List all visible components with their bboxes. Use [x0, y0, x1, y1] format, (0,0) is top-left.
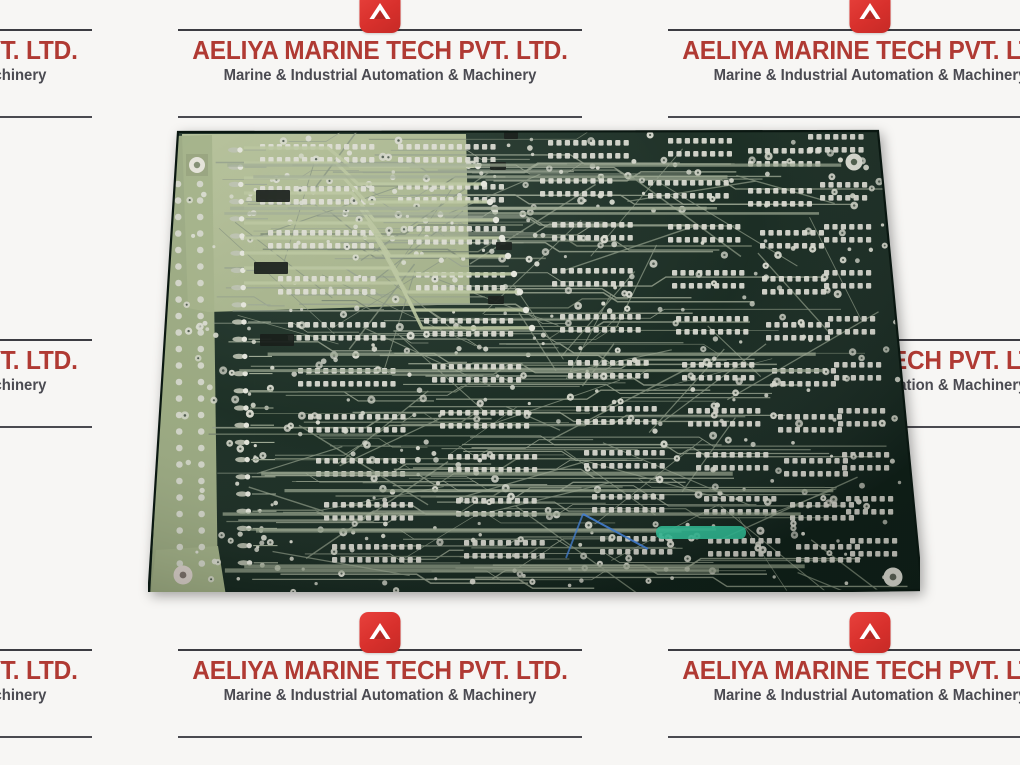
photo-sheen — [148, 131, 920, 592]
watermark-subtitle: Marine & Industrial Automation & Machine… — [223, 67, 537, 84]
watermark-rule-bottom — [0, 426, 92, 428]
watermark-title: AELIYA MARINE TECH PVT. LTD. — [192, 35, 568, 65]
watermark-rule-bottom — [0, 736, 92, 738]
watermark-rule-bottom — [178, 736, 582, 738]
watermark-subtitle: Marine & Industrial Automation & Machine… — [223, 687, 537, 704]
watermark-rule-top — [0, 649, 92, 651]
watermark-title: AELIYA MARINE TECH PVT. LTD. — [192, 655, 568, 685]
watermark-subtitle: Marine & Industrial Automation & Machine… — [713, 67, 1020, 84]
aeliya-chevron-logo-icon — [359, 0, 401, 33]
watermark-tile: AELIYA MARINE TECH PVT. LTD. Marine & Ind… — [0, 302, 100, 430]
watermark-subtitle: Marine & Industrial Automation & Machine… — [713, 687, 1020, 704]
watermark-rule-bottom — [668, 116, 1020, 118]
watermark-tile: AELIYA MARINE TECH PVT. LTD. Marine & Ind… — [660, 0, 1020, 120]
watermark-subtitle: Marine & Industrial Automation & Machine… — [0, 67, 47, 84]
watermark-tile: AELIYA MARINE TECH PVT. LTD. Marine & Ind… — [170, 0, 590, 120]
board-edge — [148, 129, 920, 592]
watermark-title: AELIYA MARINE TECH PVT. LTD. — [0, 345, 78, 375]
aeliya-chevron-logo-icon — [849, 0, 891, 33]
watermark-title: AELIYA MARINE TECH PVT. LTD. — [682, 35, 1020, 65]
aeliya-chevron-logo-icon — [849, 612, 891, 653]
watermark-tile: AELIYA MARINE TECH PVT. LTD. Marine & Ind… — [170, 612, 590, 740]
watermark-title: AELIYA MARINE TECH PVT. LTD. — [0, 655, 78, 685]
watermark-tile: AELIYA MARINE TECH PVT. LTD. Marine & Ind… — [660, 612, 1020, 740]
watermark-subtitle: Marine & Industrial Automation & Machine… — [0, 687, 47, 704]
watermark-tile: AELIYA MARINE TECH PVT. LTD. Marine & Ind… — [0, 612, 100, 740]
watermark-title: AELIYA MARINE TECH PVT. LTD. — [682, 655, 1020, 685]
watermark-rule-top — [668, 649, 1020, 651]
watermark-rule-top — [0, 339, 92, 341]
watermark-rule-top — [0, 29, 92, 31]
watermark-tile: AELIYA MARINE TECH PVT. LTD. Marine & Ind… — [0, 0, 100, 120]
watermark-subtitle: Marine & Industrial Automation & Machine… — [0, 377, 47, 394]
watermark-rule-bottom — [0, 116, 92, 118]
watermark-rule-top — [668, 29, 1020, 31]
watermark-rule-bottom — [178, 116, 582, 118]
printed-circuit-board — [148, 129, 920, 592]
watermark-title: AELIYA MARINE TECH PVT. LTD. — [0, 35, 78, 65]
watermark-rule-bottom — [668, 736, 1020, 738]
aeliya-chevron-logo-icon — [359, 612, 401, 653]
